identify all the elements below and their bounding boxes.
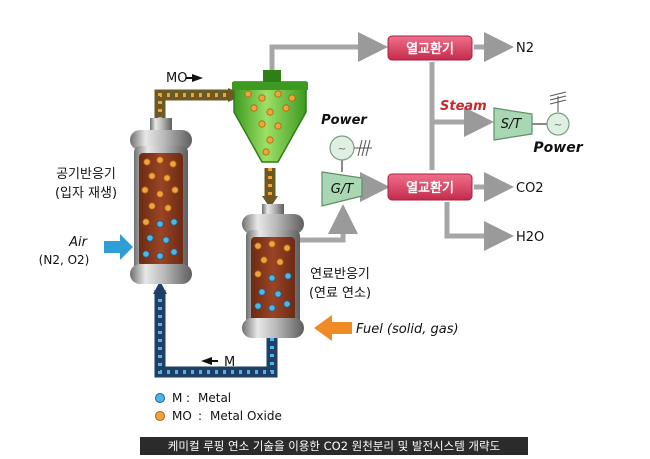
particle-dot <box>283 300 291 308</box>
particle-dot <box>254 270 262 278</box>
pipe-cyclone-to-hx <box>269 32 388 70</box>
particle-dot <box>148 172 156 180</box>
particle-dot <box>258 288 266 296</box>
fuel-reactor-label: 연료반응기 <box>310 267 370 282</box>
m-pipe-arrowhead <box>153 281 167 294</box>
mo-flow-arrow-icon <box>192 74 203 82</box>
particle-dot <box>250 104 258 112</box>
heat-exchanger-mid <box>387 173 473 201</box>
particle-dot <box>282 104 290 112</box>
cyclone <box>232 70 308 163</box>
ground-gt-icon <box>354 139 372 157</box>
particle-dot <box>268 304 276 312</box>
generator-st-icon <box>546 112 570 136</box>
air-reactor-label: 공기반응기 <box>56 167 116 182</box>
particle-dot <box>254 242 262 250</box>
particle-dot <box>262 148 270 156</box>
particle-dot <box>268 240 276 248</box>
particle-dot <box>170 218 178 226</box>
particle-dot <box>169 160 177 168</box>
m-flow-arrow-icon <box>201 357 212 365</box>
air-reactor <box>130 118 192 284</box>
svg-text:~: ~ <box>554 120 562 131</box>
hx-mid-label: 열교환기 <box>406 180 454 196</box>
st-label: S/T <box>501 117 523 132</box>
particle-dot <box>142 218 150 226</box>
steam-turbine <box>493 107 533 141</box>
legend-m-desc: Metal <box>198 391 231 405</box>
particle-dot <box>284 272 292 280</box>
m-flow-label: M <box>224 355 235 370</box>
n2-label: N2 <box>516 41 534 56</box>
particle-dot <box>141 186 149 194</box>
particle-dot <box>266 136 274 144</box>
particle-dot <box>274 290 282 298</box>
particle-dot <box>142 250 150 258</box>
gt-label: G/T <box>331 182 354 197</box>
air-label: Air <box>68 235 89 250</box>
fuel-label: Fuel (solid, gas) <box>356 322 459 337</box>
particle-dot <box>164 204 172 212</box>
pipe-reactor-to-gt <box>300 204 358 243</box>
mo-pipe-dots <box>158 93 232 128</box>
particle-dot <box>268 274 276 282</box>
particle-dot <box>258 94 266 102</box>
particle-dot <box>276 258 284 266</box>
fuel-inlet-arrow <box>314 315 352 341</box>
downcomer-arrowhead <box>262 196 278 208</box>
ground-st-icon <box>549 91 567 112</box>
particle-dot <box>143 158 151 166</box>
svg-text::: : <box>186 391 190 405</box>
air-inlet-arrow <box>104 234 133 260</box>
figure-caption: 케미컬 루핑 연소 기술을 이용한 CO2 원천분리 및 발전시스템 개략도 <box>140 437 528 455</box>
particle-dot <box>283 244 291 252</box>
legend: M : Metal MO : Metal Oxide <box>155 391 282 423</box>
heat-exchanger-top <box>387 35 473 61</box>
particle-dot <box>288 94 296 102</box>
power-st-label: Power <box>533 140 583 156</box>
legend-mo-desc: Metal Oxide <box>210 409 282 423</box>
legend-mo-symbol: MO <box>172 409 192 423</box>
fuel-reactor-sublabel: (연료 연소) <box>309 286 371 301</box>
pipe-hx-to-h2o <box>444 202 514 251</box>
particle-dot <box>266 108 274 116</box>
svg-text::: : <box>198 409 202 423</box>
particle-dot <box>146 234 154 242</box>
particle-dot <box>170 248 178 256</box>
particle-dot <box>258 120 266 128</box>
mo-flow-label: MO <box>166 71 187 86</box>
particle-dot <box>163 174 171 182</box>
legend-m-symbol: M <box>172 391 182 405</box>
air-reactor-sublabel: (입자 재생) <box>55 186 117 201</box>
particle-dot <box>244 90 252 98</box>
particle-dot <box>274 122 282 130</box>
power-gt-label: Power <box>321 113 368 128</box>
particle-dot <box>254 302 262 310</box>
m-pipe-dots <box>158 290 274 374</box>
air-reactor-bed <box>139 153 183 266</box>
particle-pipes <box>153 88 278 378</box>
legend-mo-icon <box>155 411 165 421</box>
gas-pipes <box>269 32 514 251</box>
particle-dot <box>156 220 164 228</box>
fuel-reactor <box>242 204 304 338</box>
particle-dot <box>156 190 164 198</box>
particle-dot <box>274 90 282 98</box>
particle-dot <box>260 256 268 264</box>
particle-dot <box>156 252 164 260</box>
steam-label: Steam <box>440 99 487 114</box>
h2o-label: H2O <box>516 230 544 245</box>
legend-m-icon <box>155 393 165 403</box>
particle-dot <box>171 186 179 194</box>
particle-dot <box>156 156 164 164</box>
svg-text:~: ~ <box>338 144 346 155</box>
hx-top-label: 열교환기 <box>406 41 454 57</box>
co2-label: CO2 <box>516 181 544 196</box>
air-composition-label: (N2, O2) <box>39 253 90 267</box>
particle-dot <box>148 202 156 210</box>
particle-dot <box>162 236 170 244</box>
gas-turbine <box>321 171 363 207</box>
